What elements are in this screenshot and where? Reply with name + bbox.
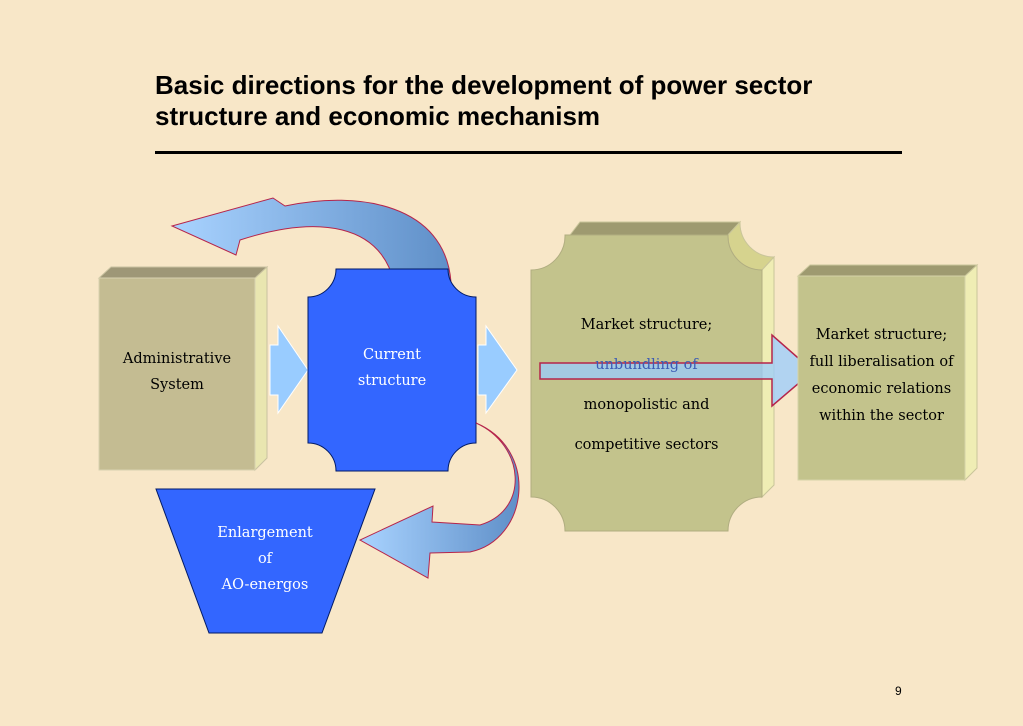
- market-liberalisation-line-4: within the sector: [819, 408, 944, 424]
- market-liberalisation-box: [796, 263, 979, 482]
- market-unbundling-box: [530, 220, 776, 532]
- market-unbundling-line-2: unbundling of: [595, 357, 698, 373]
- enlargement-box: [155, 488, 376, 634]
- title-line-2: structure and economic mechanism: [155, 101, 601, 131]
- market-unbundling-line-4: competitive sectors: [574, 437, 719, 453]
- arrow-admin-to-current: [269, 324, 309, 415]
- administrative-label-line-2: System: [150, 377, 204, 393]
- curved-arrow-top: [170, 197, 452, 283]
- current-structure-box: [307, 268, 477, 472]
- arrow-current-to-market: [477, 324, 518, 415]
- market-liberalisation-line-2: full liberalisation of: [809, 354, 954, 370]
- administrative-label: Administrative System: [99, 346, 255, 398]
- market-liberalisation-line-1: Market structure;: [815, 327, 948, 343]
- curved-arrow-bottom: [358, 422, 520, 579]
- market-unbundling-label: Market structure; unbundling of monopoli…: [531, 305, 762, 465]
- enlargement-label-line-3: AO-energos: [221, 577, 309, 593]
- current-structure-label: Current structure: [308, 342, 476, 394]
- market-unbundling-line-1: Market structure;: [580, 317, 713, 333]
- title-line-1: Basic directions for the development of …: [155, 70, 813, 100]
- title-underline: [155, 151, 902, 154]
- arrow-market-to-liberalisation: [539, 333, 815, 408]
- administrative-label-line-1: Administrative: [122, 351, 232, 367]
- slide-title: Basic directions for the development of …: [155, 70, 915, 132]
- market-liberalisation-line-3: economic relations: [811, 381, 952, 397]
- current-label-line-1: Current: [362, 347, 422, 363]
- market-unbundling-line-3: monopolistic and: [583, 397, 710, 413]
- enlargement-label: Enlargement of AO-energos: [190, 520, 340, 598]
- administrative-system-box: [97, 265, 269, 472]
- enlargement-label-line-1: Enlargement: [217, 525, 313, 541]
- page-number: 9: [895, 684, 902, 698]
- current-label-line-2: structure: [357, 373, 427, 389]
- market-liberalisation-label: Market structure; full liberalisation of…: [798, 322, 965, 430]
- enlargement-label-line-2: of: [257, 551, 273, 567]
